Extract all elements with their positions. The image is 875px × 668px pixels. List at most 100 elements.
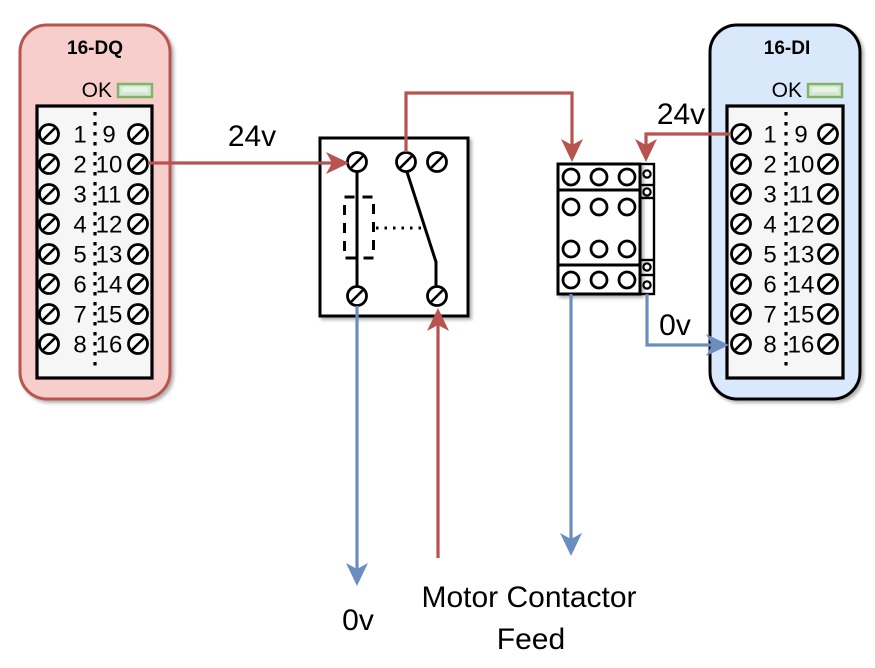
terminal-number: 12 bbox=[788, 212, 815, 239]
wire-motor-contactor-feed: Motor Contactor Feed bbox=[421, 308, 637, 656]
terminal-number: 11 bbox=[97, 182, 122, 209]
terminal-number: 13 bbox=[96, 242, 123, 269]
wire-0v-contactor-to-di: 0v bbox=[645, 294, 729, 356]
screw-terminal-icon bbox=[730, 273, 752, 295]
terminal-number: 12 bbox=[96, 212, 123, 239]
screw-terminal-icon bbox=[730, 153, 752, 175]
module-title: 16-DI bbox=[764, 38, 810, 59]
status-led-icon bbox=[116, 82, 154, 99]
screw-terminal-icon bbox=[817, 273, 839, 295]
screw-terminal-icon bbox=[730, 303, 752, 325]
terminal-number: 5 bbox=[763, 242, 776, 269]
wire-0v-relay: 0v bbox=[342, 306, 374, 637]
terminal-number: 3 bbox=[73, 182, 86, 209]
screw-terminal-icon bbox=[395, 151, 417, 173]
terminal-number: 4 bbox=[763, 212, 776, 239]
terminal-number: 2 bbox=[763, 152, 776, 179]
module-title: 16-DQ bbox=[67, 38, 123, 59]
contactor-pole-terminals bbox=[561, 167, 637, 290]
terminal-number: 6 bbox=[763, 272, 776, 299]
terminal-number: 14 bbox=[788, 272, 815, 299]
terminal-number: 1 bbox=[763, 122, 776, 149]
wire-24v-di-to-contactor: 24v bbox=[635, 98, 731, 162]
wire-relay-to-contactor bbox=[404, 91, 583, 162]
status-label: OK bbox=[82, 79, 112, 102]
contactor-aux-block bbox=[638, 162, 656, 296]
screw-terminal-icon bbox=[426, 285, 448, 307]
arrowhead-icon bbox=[706, 334, 729, 356]
screw-terminal-icon bbox=[817, 213, 839, 235]
arrowhead-icon bbox=[427, 308, 449, 331]
terminal-number: 6 bbox=[73, 272, 86, 299]
screw-terminal-icon bbox=[730, 183, 752, 205]
screw-terminal-icon bbox=[38, 213, 60, 235]
screw-terminal-icon bbox=[127, 153, 149, 175]
terminal-number: 2 bbox=[73, 152, 86, 179]
wire-24v-dq-to-relay: 24v bbox=[148, 120, 349, 174]
contactor bbox=[556, 162, 656, 296]
screw-terminal-icon bbox=[817, 153, 839, 175]
terminal-number: 9 bbox=[102, 122, 115, 149]
screw-terminal-icon bbox=[38, 273, 60, 295]
terminal-number: 3 bbox=[763, 182, 776, 209]
screw-terminal-icon bbox=[127, 273, 149, 295]
arrowhead-icon bbox=[560, 533, 582, 556]
screw-terminal-icon bbox=[38, 123, 60, 145]
screw-terminal-icon bbox=[127, 303, 149, 325]
terminal-number: 15 bbox=[96, 302, 123, 329]
screw-terminal-icon bbox=[730, 333, 752, 355]
voltage-label: 24v bbox=[657, 98, 705, 131]
terminal-number: 15 bbox=[788, 302, 815, 329]
relay-coil-symbol bbox=[343, 195, 375, 260]
status-led-icon bbox=[806, 82, 844, 99]
screw-terminal-icon bbox=[38, 183, 60, 205]
terminal-number: 5 bbox=[73, 242, 86, 269]
terminal-number: 4 bbox=[73, 212, 86, 239]
screw-terminal-icon bbox=[127, 183, 149, 205]
voltage-label: 24v bbox=[228, 120, 276, 153]
screw-terminal-icon bbox=[127, 213, 149, 235]
arrowhead-icon bbox=[561, 139, 583, 162]
terminal-number: 9 bbox=[794, 122, 807, 149]
screw-terminal-icon bbox=[38, 333, 60, 355]
screw-terminal-icon bbox=[730, 123, 752, 145]
terminal-number: 8 bbox=[763, 332, 776, 359]
screw-terminal-icon bbox=[817, 123, 839, 145]
terminal-number: 13 bbox=[788, 242, 815, 269]
screw-terminal-icon bbox=[127, 123, 149, 145]
terminal-number: 1 bbox=[73, 122, 86, 149]
arrowhead-icon bbox=[346, 563, 368, 586]
relay-contact-blade bbox=[405, 171, 438, 286]
screw-terminal-icon bbox=[426, 151, 448, 173]
status-label: OK bbox=[772, 79, 802, 102]
motor-feed-label: Motor Contactor bbox=[421, 581, 636, 614]
terminal-number: 16 bbox=[788, 332, 815, 359]
arrowhead-icon bbox=[326, 152, 349, 174]
screw-terminal-icon bbox=[730, 213, 752, 235]
terminal-number: 10 bbox=[96, 152, 123, 179]
screw-terminal-icon bbox=[817, 303, 839, 325]
voltage-label: 0v bbox=[342, 604, 374, 637]
screw-terminal-icon bbox=[127, 333, 149, 355]
terminal-number: 10 bbox=[788, 152, 815, 179]
terminal-number: 14 bbox=[96, 272, 123, 299]
screw-terminal-icon bbox=[346, 151, 368, 173]
screw-terminal-icon bbox=[38, 243, 60, 265]
voltage-label: 0v bbox=[659, 309, 691, 342]
terminal-number: 16 bbox=[96, 332, 123, 359]
motor-feed-label: Feed bbox=[497, 623, 565, 656]
arrowhead-icon bbox=[635, 139, 657, 162]
relay bbox=[318, 136, 470, 318]
terminal-number: 7 bbox=[763, 302, 776, 329]
screw-terminal-icon bbox=[817, 243, 839, 265]
wire-0v-contactor bbox=[560, 294, 582, 556]
screw-terminal-icon bbox=[817, 183, 839, 205]
screw-terminal-icon bbox=[38, 153, 60, 175]
terminal-number: 11 bbox=[789, 182, 814, 209]
terminal-number: 7 bbox=[73, 302, 86, 329]
